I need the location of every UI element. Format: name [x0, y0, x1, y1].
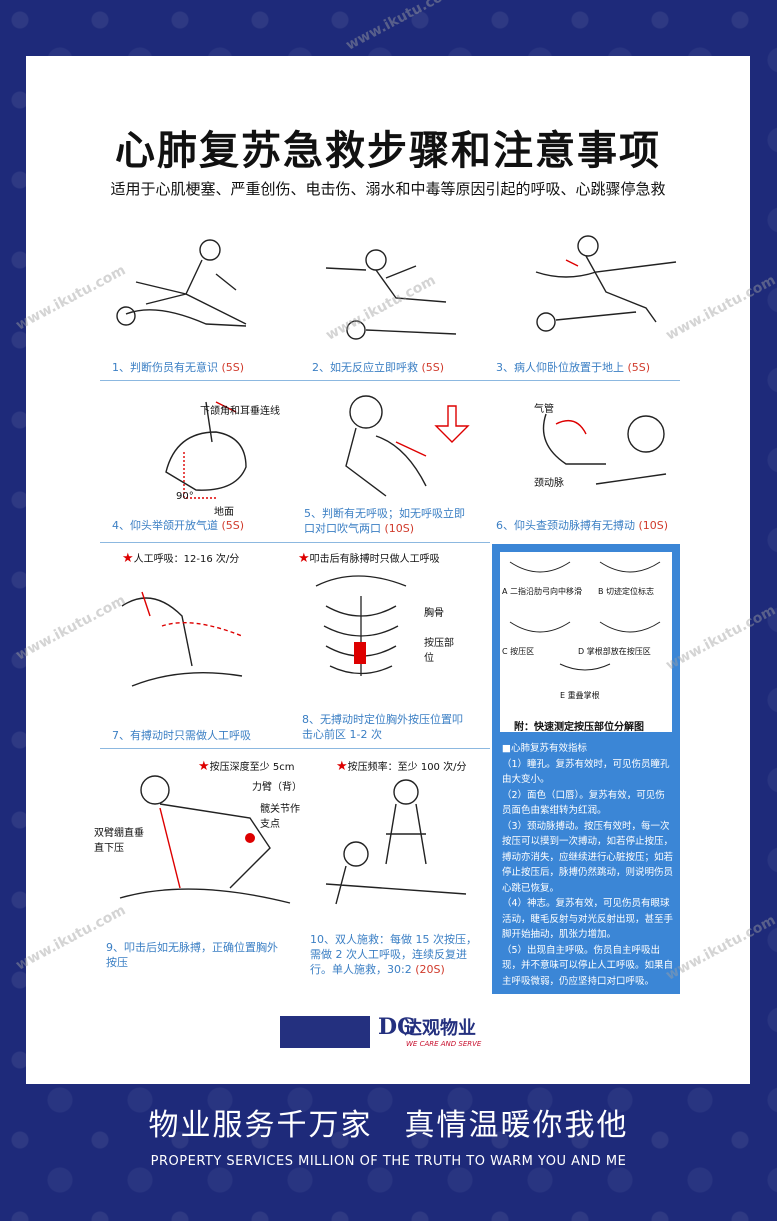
caption-step-1: 1、判断伤员有无意识 (5S) — [112, 361, 245, 374]
locate-label-d: D 掌根部放在按压区 — [578, 647, 651, 656]
locate-label-a: A 二指沿肋弓向中移滑 — [502, 587, 583, 596]
slogan-english: PROPERTY SERVICES MILLION OF THE TRUTH T… — [150, 1154, 627, 1169]
locate-label-e: E 重叠掌根 — [560, 691, 600, 700]
divider-row-3 — [100, 748, 490, 749]
logo-mark: DG — [378, 1014, 416, 1040]
caption-step-6: 6、仰头查颈动脉搏有无搏动 (10S) — [496, 519, 669, 532]
divider-row-1 — [100, 380, 680, 381]
poster-card: 心肺复苏急救步骤和注意事项 适用于心肌梗塞、严重创伤、电击伤、溺水和中毒等原因引… — [26, 56, 750, 1084]
indicator-item: （1）瞳孔。复苏有效时，可见伤员瞳孔由大变小。 — [502, 758, 670, 786]
label-angle: 90° — [176, 491, 194, 502]
label-hip-pivot: 髋关节作支点 — [260, 804, 300, 830]
info-box: A 二指沿肋弓向中移滑 B 切迹定位标志 C 按压区 D 掌根部放在按压区 E … — [492, 544, 680, 994]
label-carotid: 颈动脉 — [534, 478, 564, 489]
company-name: 达观物业 — [404, 1018, 476, 1039]
caption-step-4: 4、仰头举颌开放气道 (5S) — [112, 519, 245, 532]
note-no-pulse: ★叩击后有脉搏时只做人工呼吸 — [298, 551, 440, 566]
label-sternum: 胸骨 — [424, 608, 444, 619]
label-trachea: 气管 — [534, 404, 554, 415]
indicator-item: （2）面色（口唇）。复苏有效，可见伤员面色由紫绀转为红润。 — [502, 789, 665, 817]
note-depth: ★按压深度至少 5cm — [198, 759, 295, 774]
company-tagline: WE CARE AND SERVE — [406, 1040, 482, 1048]
caption-step-9: 9、叩击后如无脉搏，正确位置胸外按压 — [106, 941, 278, 969]
effectiveness-indicators: ■心肺复苏有效指标 （1）瞳孔。复苏有效时，可见伤员瞳孔由大变小。 （2）面色（… — [502, 741, 674, 989]
locate-diagram: A 二指沿肋弓向中移滑 B 切迹定位标志 C 按压区 D 掌根部放在按压区 E … — [500, 552, 672, 733]
label-jaw-ear-line: 下颌角和耳垂连线 — [200, 406, 280, 417]
page-subtitle: 适用于心肌梗塞、严重创伤、电击伤、溺水和中毒等原因引起的呼吸、心跳骤停急救 — [110, 180, 666, 198]
label-arms-straight: 双臂绷直垂直下压 — [94, 828, 144, 854]
divider-row-2 — [100, 542, 490, 543]
caption-step-7: 7、有搏动时只需做人工呼吸 — [112, 729, 251, 742]
note-frequency: ★按压频率：至少 100 次/分 — [336, 759, 467, 774]
locate-label-b: B 切迹定位标志 — [598, 587, 655, 596]
locate-label-c: C 按压区 — [502, 647, 535, 656]
indicator-item: （5）出现自主呼吸。伤员自主呼吸出现，并不意味可以停止人工呼吸。如果自主呼吸微弱… — [502, 944, 674, 987]
caption-step-10: 10、双人施救：每做 15 次按压，需做 2 次人工呼吸，连续反复进行。单人施救… — [310, 933, 477, 976]
indicator-item: （4）神志。复苏有效，可见伤员有眼球活动，睫毛反射与对光反射出现，甚至手脚开始抽… — [502, 898, 674, 940]
label-arm: 力臂（背） — [252, 782, 302, 793]
indicator-item: （3）颈动脉搏动。按压有效时，每一次按压可以摸到一次搏动，如若停止按压，搏动亦消… — [502, 820, 674, 894]
indicators-heading: ■心肺复苏有效指标 — [502, 743, 587, 754]
caption-step-2: 2、如无反应立即呼救 (5S) — [312, 361, 445, 374]
logo-color-block — [280, 1016, 370, 1048]
note-breath-rate: ★人工呼吸：12-16 次/分 — [122, 551, 240, 566]
caption-step-8: 8、无搏动时定位胸外按压位置叩击心前区 1-2 次 — [302, 713, 463, 741]
page-title: 心肺复苏急救步骤和注意事项 — [115, 128, 661, 174]
caption-step-5: 5、判断有无呼吸；如无呼吸立即口对口吹气两口 (10S) — [304, 507, 465, 535]
slogan-chinese: 物业服务千万家 真情温暖你我他 — [148, 1108, 629, 1143]
label-ground: 地面 — [214, 507, 234, 518]
label-press-site: 按压部位 — [424, 638, 454, 664]
caption-step-3: 3、病人仰卧位放置于地上 (5S) — [496, 361, 651, 374]
appendix-note: 附：快速测定按压部位分解图 — [514, 722, 644, 733]
